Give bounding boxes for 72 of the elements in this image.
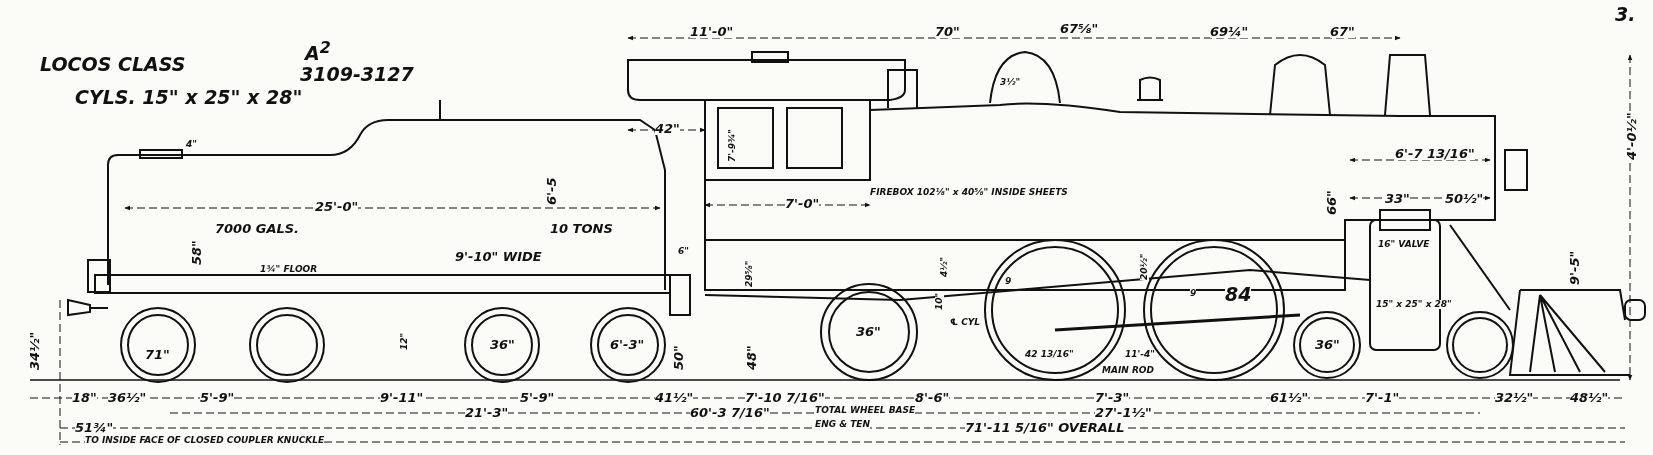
dimension-label: 48½" [1570, 391, 1609, 404]
dimension-label: 50½" [1445, 192, 1484, 205]
dimension-label: 48" [745, 345, 758, 370]
wheel-diameter-label: 6'-3" [610, 338, 645, 351]
dimension-label: 9 [1005, 277, 1012, 286]
dimension-label: 9 [1190, 289, 1197, 298]
dimension-label: 42" [655, 122, 680, 135]
dimension-label: 34½" [28, 331, 41, 370]
dimension-label: 29⅝" [745, 260, 754, 287]
dimension-label: 20½" [1140, 253, 1149, 280]
dimension-label: 25'-0" [315, 200, 359, 213]
rod-note: MAIN ROD [1102, 366, 1154, 375]
dimension-label: 12" [400, 332, 409, 350]
cylinder-note: 15" x 25" x 28" [1376, 300, 1452, 309]
dimension-label: 67⅝" [1060, 22, 1099, 35]
dimension-label: 9'-5" [1568, 250, 1581, 285]
valve-note: 16" VALVE [1378, 240, 1430, 249]
wheel-diameter-label: 36" [1315, 338, 1340, 351]
firebox-note: FIREBOX 102⅛" x 40⅝" INSIDE SHEETS [870, 188, 1068, 197]
dimension-label: 21'-3" [465, 406, 509, 419]
dimension-label: 51¾" [75, 421, 114, 434]
dimension-label: 6'-7 13/16" [1395, 147, 1475, 160]
dimension-label: 67" [1330, 25, 1355, 38]
capacity-note: 7000 GALS. [215, 222, 300, 235]
wheel-diameter-label: 36" [490, 338, 515, 351]
floor-note: 1¾" FLOOR [260, 265, 318, 274]
dimension-label: 6" [678, 247, 689, 256]
dimension-label: 10" [935, 292, 944, 310]
dimension-label: 7'-1" [1365, 391, 1400, 404]
dimension-label: 3½" [1000, 78, 1021, 87]
dimension-label: 42 13/16" [1025, 350, 1074, 359]
dimension-label: 66" [1325, 190, 1338, 215]
class-number: 3109-3127 [300, 65, 414, 84]
dimension-label: 27'-1½" [1095, 406, 1152, 419]
dimension-label: 61½" [1270, 391, 1309, 404]
dimension-label: 4'-0½" [1625, 112, 1638, 160]
wheel-diameter-label: 36" [856, 325, 881, 338]
dimension-label: 70" [935, 25, 960, 38]
dimension-label: 5'-9" [520, 391, 555, 404]
sheet-number: 3. [1615, 5, 1636, 24]
dimension-label: 4½" [940, 256, 949, 277]
dimension-label: 4" [186, 140, 197, 149]
coupler-note: TO INSIDE FACE OF CLOSED COUPLER KNUCKLE [85, 436, 325, 445]
title-text: LOCOS CLASS [40, 55, 186, 74]
dimension-label: 7'-9¾" [728, 128, 737, 162]
dimension-label: 8'-6" [915, 391, 950, 404]
dimension-label: 9'-10" WIDE [455, 250, 542, 263]
dimension-label: 18" [72, 391, 97, 404]
dimension-label: 7'-3" [1095, 391, 1130, 404]
dimension-label: 32½" [1495, 391, 1534, 404]
centerline-note: ℄ CYL [950, 318, 981, 327]
dimension-label: 58" [190, 240, 203, 265]
wheel-diameter-label: 71" [145, 348, 170, 361]
dimension-label: 50" [672, 345, 685, 370]
dimension-label: 11'-0" [690, 25, 734, 38]
title-text: CYLS. 15" x 25" x 28" [75, 88, 303, 107]
dimension-label: 6'-5 [545, 177, 558, 205]
dimension-label: 33" [1385, 192, 1410, 205]
wheelbase-note: ENG & TEN [815, 420, 870, 429]
dimension-label: 7'-10 7/16" [745, 391, 825, 404]
dimension-label: 11'-4" [1125, 350, 1155, 359]
wheelbase-note: TOTAL WHEEL BASE [815, 406, 916, 415]
wheel-diameter-label: 84 [1225, 285, 1252, 304]
dimension-label: 60'-3 7/16" [690, 406, 770, 419]
dimension-label: 36½" [108, 391, 147, 404]
dimension-label: 71'-11 5/16" OVERALL [965, 421, 1125, 434]
dimension-label: 41½" [655, 391, 694, 404]
dimension-label: 5'-9" [200, 391, 235, 404]
dimension-label: 9'-11" [380, 391, 424, 404]
capacity-note: 10 TONS [550, 222, 613, 235]
dimension-label: 69¼" [1210, 25, 1249, 38]
dimension-label: 7'-0" [785, 197, 820, 210]
